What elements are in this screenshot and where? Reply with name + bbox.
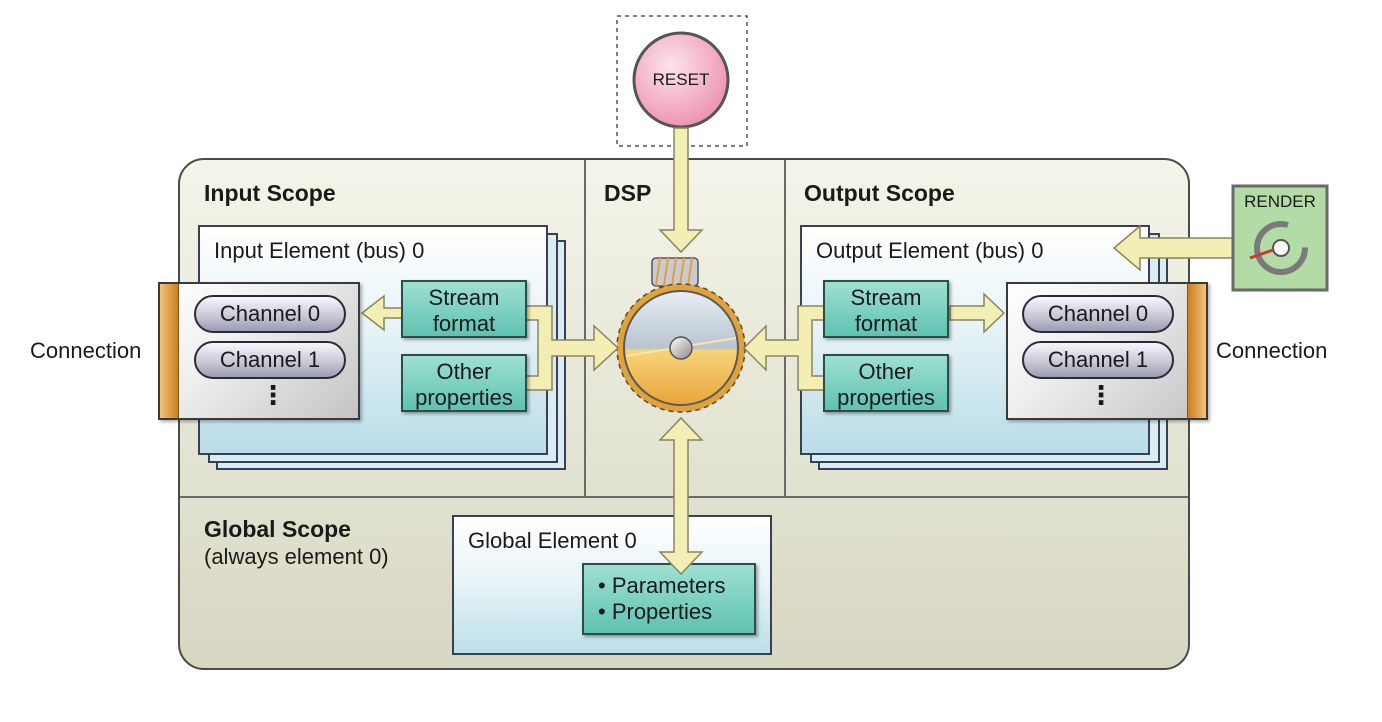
global-scope-subtitle: (always element 0) [204,544,389,569]
render-dial-icon [1249,221,1308,275]
dsp-gear-icon [616,283,746,413]
global-item-parameters: • Parameters [598,573,726,598]
global-double-arrow [658,416,704,576]
output-channel-0[interactable]: Channel 0 [1022,295,1174,333]
input-connection-edge [160,284,179,418]
input-other-properties-line2: properties [415,385,513,410]
worm-gear-icon [651,257,699,287]
output-connection-box[interactable]: Channel 0 Channel 1 ⋮ [1006,282,1208,420]
input-channel-ellipsis: ⋮ [260,380,286,410]
reset-dashed-frame [616,15,748,147]
output-other-properties-box: Other properties [823,354,949,412]
output-scope-title: Output Scope [804,180,955,206]
input-stream-format-line1: Stream [428,285,500,310]
output-stream-format-box: Stream format [823,280,949,338]
input-channel-1[interactable]: Channel 1 [194,341,346,379]
output-other-properties-line1: Other [858,359,914,384]
dsp-title: DSP [604,180,652,206]
output-element-label: Output Element (bus) 0 [816,238,1044,263]
output-connection-edge [1187,284,1206,418]
global-scope-title: Global Scope [204,516,351,542]
output-stream-format-line2: format [854,311,918,336]
input-properties-to-dsp-arrow [525,305,620,391]
output-other-properties-line2: properties [837,385,935,410]
output-to-channels-arrow [949,292,1006,334]
input-stream-format-line2: format [432,311,496,336]
reset-button[interactable] [632,31,730,129]
global-element-label: Global Element 0 [468,528,637,553]
input-connection-label: Connection [30,338,142,363]
global-properties-box: • Parameters • Properties [582,563,756,635]
output-stream-format-line1: Stream [850,285,922,310]
render-arrow [1112,224,1241,272]
reset-label: RESET [652,70,710,89]
input-channel-0[interactable]: Channel 0 [194,295,346,333]
scope-divider-dsp-right [784,160,786,496]
input-scope-title: Input Scope [204,180,336,206]
input-to-channels-arrow [360,294,403,332]
output-channel-1[interactable]: Channel 1 [1022,341,1174,379]
dsp-to-output-properties-arrow [742,305,825,391]
output-channel-ellipsis: ⋮ [1088,380,1114,410]
input-connection-box[interactable]: Channel 0 Channel 1 ⋮ [158,282,360,420]
scope-divider-dsp-left [584,160,586,496]
render-label: RENDER [1244,192,1316,211]
input-other-properties-box: Other properties [401,354,527,412]
output-connection-label: Connection [1216,338,1328,363]
reset-arrow [658,127,704,254]
input-other-properties-line1: Other [436,359,492,384]
input-stream-format-box: Stream format [401,280,527,338]
input-element-label: Input Element (bus) 0 [214,238,425,263]
global-item-properties: • Properties [598,599,713,624]
